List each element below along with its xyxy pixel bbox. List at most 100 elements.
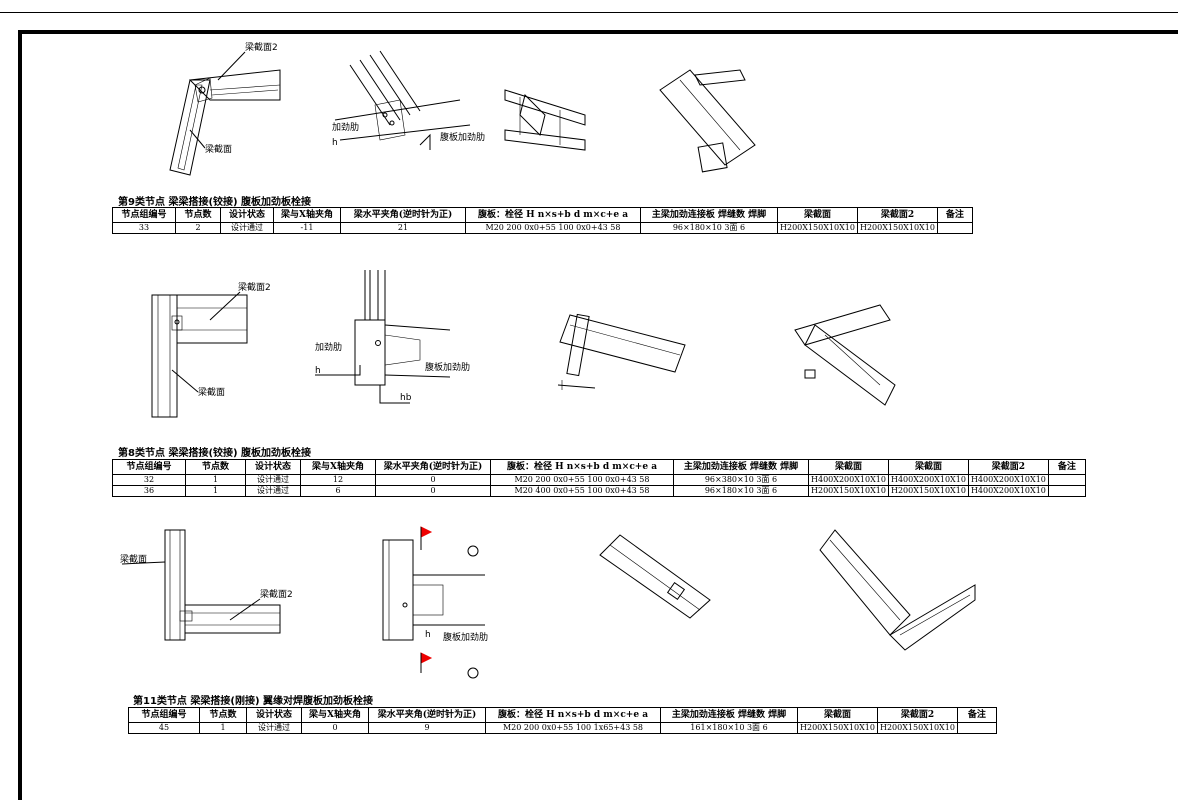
table-header-row: 节点组编号 节点数 设计状态 梁与X轴夹角 梁水平夹角(逆时针为正) 腹板：栓径…	[128, 707, 997, 723]
drawing-frame	[18, 30, 1178, 800]
table-cell: H200X150X10X10	[876, 722, 958, 734]
table-cell: H400X200X10X10	[887, 474, 969, 486]
table-header-cell: 梁截面2	[876, 707, 958, 723]
table-header-cell: 腹板：栓径 H n×s+b d m×c+e a	[485, 707, 661, 723]
table-cell: 6	[300, 485, 376, 497]
table-header-row: 节点组编号 节点数 设计状态 梁与X轴夹角 梁水平夹角(逆时针为正) 腹板：栓径…	[112, 207, 973, 223]
table-cell: H200X150X10X10	[887, 485, 969, 497]
sec8-plan-label-beam2: 梁截面2	[238, 281, 271, 293]
table-cell: 0	[301, 722, 369, 734]
table-cell	[1047, 474, 1086, 486]
table-cell: H200X150X10X10	[856, 222, 938, 234]
sec9-detail-label-web-stiffener: 腹板加劲肋	[440, 131, 485, 143]
table-cell: M20 200 0x0+55 100 1x65+43 58	[485, 722, 661, 734]
table-cell: -11	[273, 222, 341, 234]
sec8-detail-label-hb: hb	[400, 393, 412, 403]
sec11-table: 节点组编号 节点数 设计状态 梁与X轴夹角 梁水平夹角(逆时针为正) 腹板：栓径…	[128, 707, 997, 734]
table-header-cell: 梁与X轴夹角	[300, 459, 376, 475]
table-cell: 96×180×10 3面 6	[640, 222, 778, 234]
table-cell	[956, 722, 997, 734]
table-header-cell: 腹板：栓径 H n×s+b d m×c+e a	[490, 459, 674, 475]
sec8-detail-label-web-stiffener: 腹板加劲肋	[425, 361, 470, 373]
table-row: 32 1 设计通过 12 0 M20 200 0x0+55 100 0x0+43…	[112, 474, 1086, 486]
table-header-cell: 主梁加劲连接板 焊缝数 焊脚	[673, 459, 809, 475]
sec8-3d-view-a	[557, 313, 686, 390]
table-cell: 21	[340, 222, 466, 234]
table-cell: H200X150X10X10	[797, 722, 878, 734]
table-header-cell: 梁与X轴夹角	[273, 207, 341, 223]
sec9-iso-view: 梁截面2 梁截面	[169, 41, 281, 176]
table-cell: 161×180×10 3面 6	[660, 722, 798, 734]
table-cell: M20 200 0x0+55 100 0x0+43 58	[465, 222, 641, 234]
sec11-3d-view-b	[819, 529, 976, 651]
table-cell: H200X150X10X10	[777, 222, 858, 234]
sec9-title: 第9类节点 梁梁搭接(铰接) 腹板加劲板栓接	[118, 197, 312, 208]
table-cell: 0	[375, 474, 491, 486]
table-cell	[1047, 485, 1086, 497]
sec8-table: 节点组编号 节点数 设计状态 梁与X轴夹角 梁水平夹角(逆时针为正) 腹板：栓径…	[112, 459, 1086, 497]
table-row: 36 1 设计通过 6 0 M20 400 0x0+55 100 0x0+43 …	[112, 485, 1086, 497]
sec8-detail-label-h: h	[315, 366, 321, 376]
table-header-cell: 梁水平夹角(逆时针为正)	[340, 207, 466, 223]
table-row: 45 1 设计通过 0 9 M20 200 0x0+55 100 1x65+43…	[128, 722, 997, 734]
sec9-table: 节点组编号 节点数 设计状态 梁与X轴夹角 梁水平夹角(逆时针为正) 腹板：栓径…	[112, 207, 973, 234]
sec8-plan-view: 梁截面2 梁截面	[151, 281, 271, 418]
table-cell: 设计通过	[246, 722, 302, 734]
table-cell: 96×380×10 3面 6	[673, 474, 809, 486]
sec11-plan-label-beam: 梁截面	[120, 553, 147, 565]
table-cell: 12	[300, 474, 376, 486]
table-cell: 9	[368, 722, 486, 734]
sec11-detail-view: h 腹板加劲肋	[382, 526, 488, 679]
table-header-cell: 节点组编号	[128, 707, 200, 723]
table-cell: 33	[112, 222, 176, 234]
sec9-3d-view-b	[659, 69, 756, 173]
table-cell: 设计通过	[245, 485, 301, 497]
table-header-cell: 梁水平夹角(逆时针为正)	[368, 707, 486, 723]
table-cell: 45	[128, 722, 200, 734]
table-header-cell: 节点数	[199, 707, 247, 723]
sec9-3d-view-a	[504, 89, 586, 151]
table-row: 33 2 设计通过 -11 21 M20 200 0x0+55 100 0x0+…	[112, 222, 973, 234]
table-cell: H400X200X10X10	[967, 474, 1049, 486]
table-cell: H400X200X10X10	[967, 485, 1049, 497]
table-header-cell: 备注	[956, 707, 997, 723]
table-header-cell: 节点组编号	[112, 207, 176, 223]
table-cell: 36	[112, 485, 186, 497]
table-header-cell: 梁截面	[777, 207, 858, 223]
sec8-plan-label-beam: 梁截面	[198, 386, 225, 398]
sec9-iso-label-beam: 梁截面	[205, 143, 232, 155]
table-header-cell: 梁截面	[808, 459, 889, 475]
table-header-cell: 备注	[1047, 459, 1086, 475]
table-header-cell: 梁截面	[797, 707, 878, 723]
table-cell: H400X200X10X10	[808, 474, 889, 486]
sec11-3d-view-a	[599, 534, 711, 619]
table-cell: M20 400 0x0+55 100 0x0+43 58	[490, 485, 674, 497]
table-cell: 设计通过	[245, 474, 301, 486]
table-cell: 1	[185, 474, 246, 486]
table-cell: 0	[375, 485, 491, 497]
sec11-plan-view: 梁截面 梁截面2	[120, 529, 293, 641]
sec8-detail-view: 加劲肋 h 腹板加劲肋 hb	[315, 270, 470, 404]
table-header-cell: 节点数	[185, 459, 246, 475]
table-header-cell: 备注	[936, 207, 973, 223]
sec9-detail-label-stiffener: 加劲肋	[332, 121, 359, 133]
table-cell: H200X150X10X10	[808, 485, 889, 497]
sec11-detail-label-h: h	[425, 630, 431, 640]
table-header-cell: 节点数	[175, 207, 221, 223]
table-header-cell: 梁与X轴夹角	[301, 707, 369, 723]
sec8-3d-view-b	[794, 304, 896, 406]
sec11-detail-label-web-stiffener: 腹板加劲肋	[443, 631, 488, 643]
table-cell	[936, 222, 973, 234]
sec8-detail-label-stiffener: 加劲肋	[315, 341, 342, 353]
table-cell: 1	[185, 485, 246, 497]
sec9-detail-label-h: h	[332, 138, 338, 148]
table-header-cell: 梁截面2	[967, 459, 1049, 475]
table-header-cell: 主梁加劲连接板 焊缝数 焊脚	[660, 707, 798, 723]
sec9-iso-label-beam2: 梁截面2	[245, 41, 278, 53]
table-header-cell: 梁截面2	[856, 207, 938, 223]
sec9-detail-view: 加劲肋 h 腹板加劲肋	[332, 50, 485, 150]
table-header-cell: 梁截面	[887, 459, 969, 475]
sec8-title: 第8类节点 梁梁搭接(铰接) 腹板加劲板栓接	[118, 448, 312, 459]
table-header-row: 节点组编号 节点数 设计状态 梁与X轴夹角 梁水平夹角(逆时针为正) 腹板：栓径…	[112, 459, 1086, 475]
table-header-cell: 腹板：栓径 H n×s+b d m×c+e a	[465, 207, 641, 223]
